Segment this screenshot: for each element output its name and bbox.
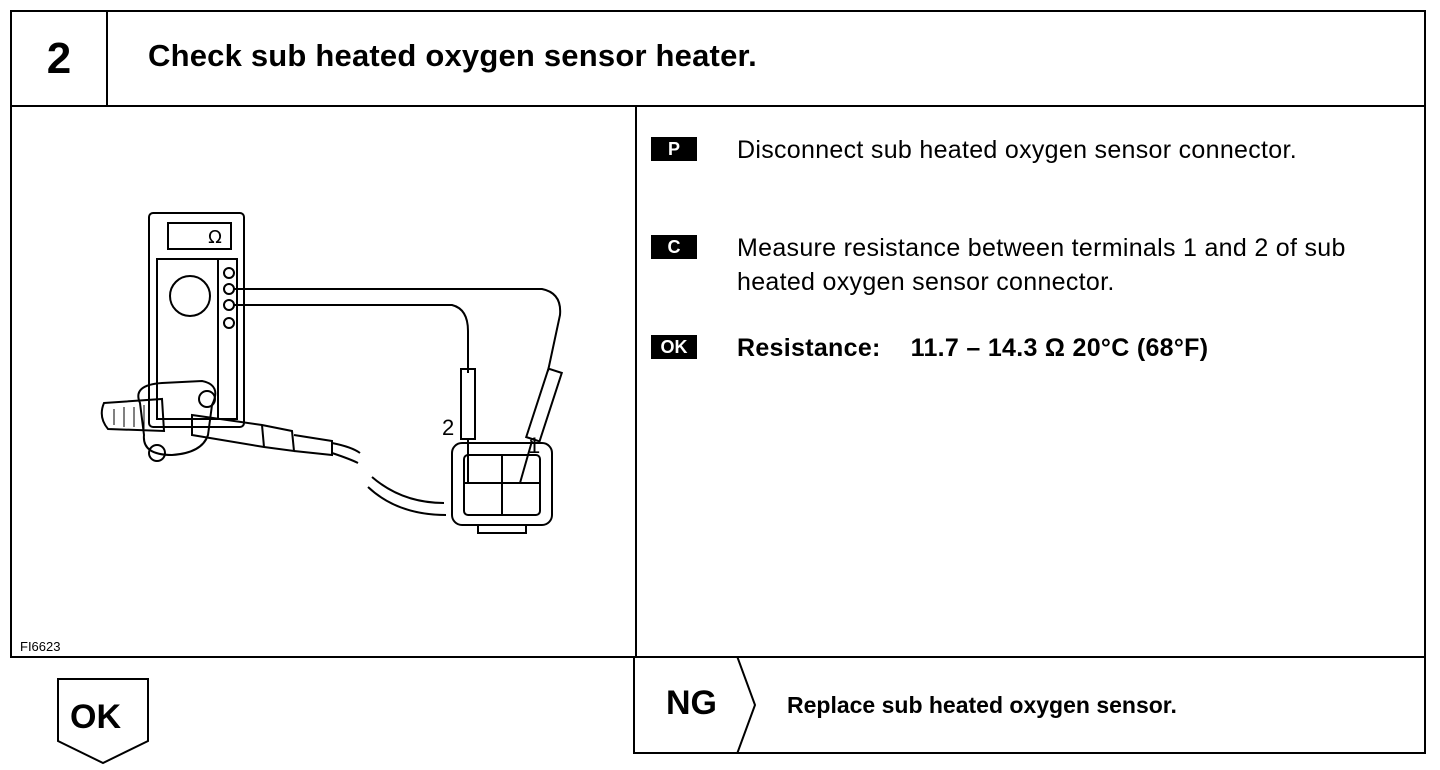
sensor-flange [137,379,217,457]
badge-check: C [651,235,697,259]
ohmmeter-dial [169,275,211,317]
terminal-1-label: 1 [528,433,540,458]
ohmmeter-display [167,222,232,250]
ok-label: OK [70,698,121,736]
sensor-illustration: Ω 2 1 [100,212,564,534]
badge-ok: OK [651,335,697,359]
ohm-symbol: Ω [208,227,222,248]
ohmmeter-terminal [223,299,235,311]
probe-2 [460,368,476,440]
step-body: Ω 2 1 FI6623 [10,105,1426,658]
resistance-value: 11.7 – 14.3 Ω 20°C (68°F) [910,334,1209,362]
ng-label: NG [666,684,717,722]
ohmmeter-terminal [223,283,235,295]
sensor-tip [100,397,166,433]
figure-id: FI6623 [20,639,61,654]
ng-action: Replace sub heated oxygen sensor. [787,692,1177,718]
resistance-spec: Resistance: 11.7 – 14.3 Ω 20°C (68°F) [737,331,1208,365]
resistance-label: Resistance: [737,334,881,362]
ng-result-box: NG Replace sub heated oxygen sensor. [633,656,1426,754]
ok-arrow-icon [57,678,149,765]
test-lead-2 [234,304,469,373]
ng-arrow-icon [736,656,757,754]
badge-prepare: P [651,137,697,161]
test-lead-1 [234,288,562,372]
instruction-measure: Measure resistance between terminals 1 a… [737,234,1346,296]
step-number: 2 [12,12,108,105]
terminal-2-label: 2 [442,415,454,440]
step-header: 2 Check sub heated oxygen sensor heater. [10,10,1426,107]
column-divider [635,105,637,658]
ohmmeter-body [148,212,245,428]
instruction-disconnect: Disconnect sub heated oxygen sensor conn… [737,136,1297,164]
probe-1 [524,367,564,443]
step-title: Check sub heated oxygen sensor heater. [148,38,757,73]
